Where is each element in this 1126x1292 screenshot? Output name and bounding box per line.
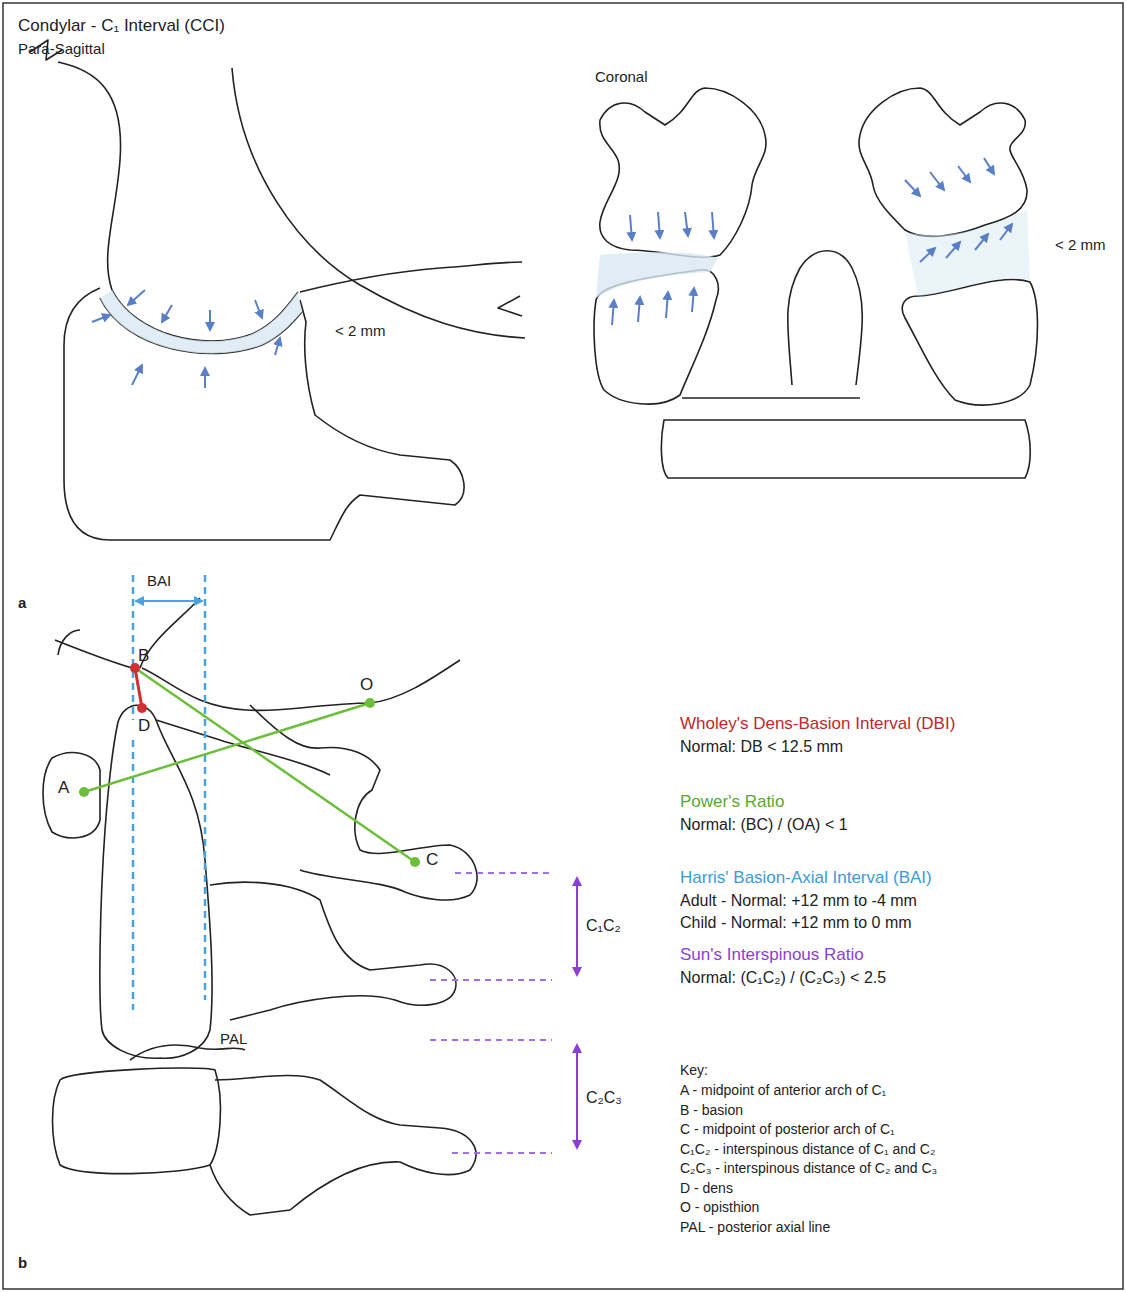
panel-letter: a (18, 594, 26, 612)
normal-range: Child - Normal: +12 mm to 0 mm (680, 913, 912, 932)
point-label: D (138, 716, 150, 736)
measure-name: C₁C₂ (586, 916, 621, 935)
dimension: < 2 mm (1055, 236, 1105, 254)
measure-title: Harris' Basion-Axial Interval (BAI) (680, 868, 932, 888)
key-entry: C - midpoint of posterior arch of C₁ (680, 1121, 895, 1138)
key-entry: B - basion (680, 1102, 743, 1119)
normal-range: Normal: (C₁C₂) / (C₂C₃) < 2.5 (680, 968, 886, 987)
normal-range: Adult - Normal: +12 mm to -4 mm (680, 891, 917, 910)
measure-title: Power's Ratio (680, 792, 784, 812)
dimension: < 2 mm (335, 322, 385, 340)
key-heading: Key: (680, 1062, 708, 1079)
key-entry: O - opisthion (680, 1199, 759, 1216)
figure-title: Condylar - C₁ Interval (CCI) (18, 16, 225, 36)
normal-range: Normal: (BC) / (OA) < 1 (680, 815, 848, 834)
point-label: O (360, 675, 373, 695)
key-entry: A - midpoint of anterior arch of C₁ (680, 1082, 886, 1099)
measure-title: Wholey's Dens-Basion Interval (DBI) (680, 714, 955, 734)
view-label: Coronal (595, 68, 648, 86)
point-label: C (426, 850, 438, 870)
normal-range: Normal: DB < 12.5 mm (680, 737, 843, 756)
measure-name: C₂C₃ (586, 1088, 622, 1107)
line-label: PAL (220, 1030, 247, 1048)
key-entry: D - dens (680, 1180, 733, 1197)
key-entry: C₁C₂ - interspinous distance of C₁ and C… (680, 1141, 935, 1158)
panel-letter: b (18, 1254, 27, 1272)
measure-name: BAI (147, 572, 171, 590)
measure-title: Sun's Interspinous Ratio (680, 945, 864, 965)
view-label: Para-Sagittal (18, 40, 105, 58)
key-entry: PAL - posterior axial line (680, 1219, 830, 1236)
point-label: B (138, 646, 149, 666)
point-label: A (58, 778, 69, 798)
key-entry: C₂C₃ - interspinous distance of C₂ and C… (680, 1160, 937, 1177)
